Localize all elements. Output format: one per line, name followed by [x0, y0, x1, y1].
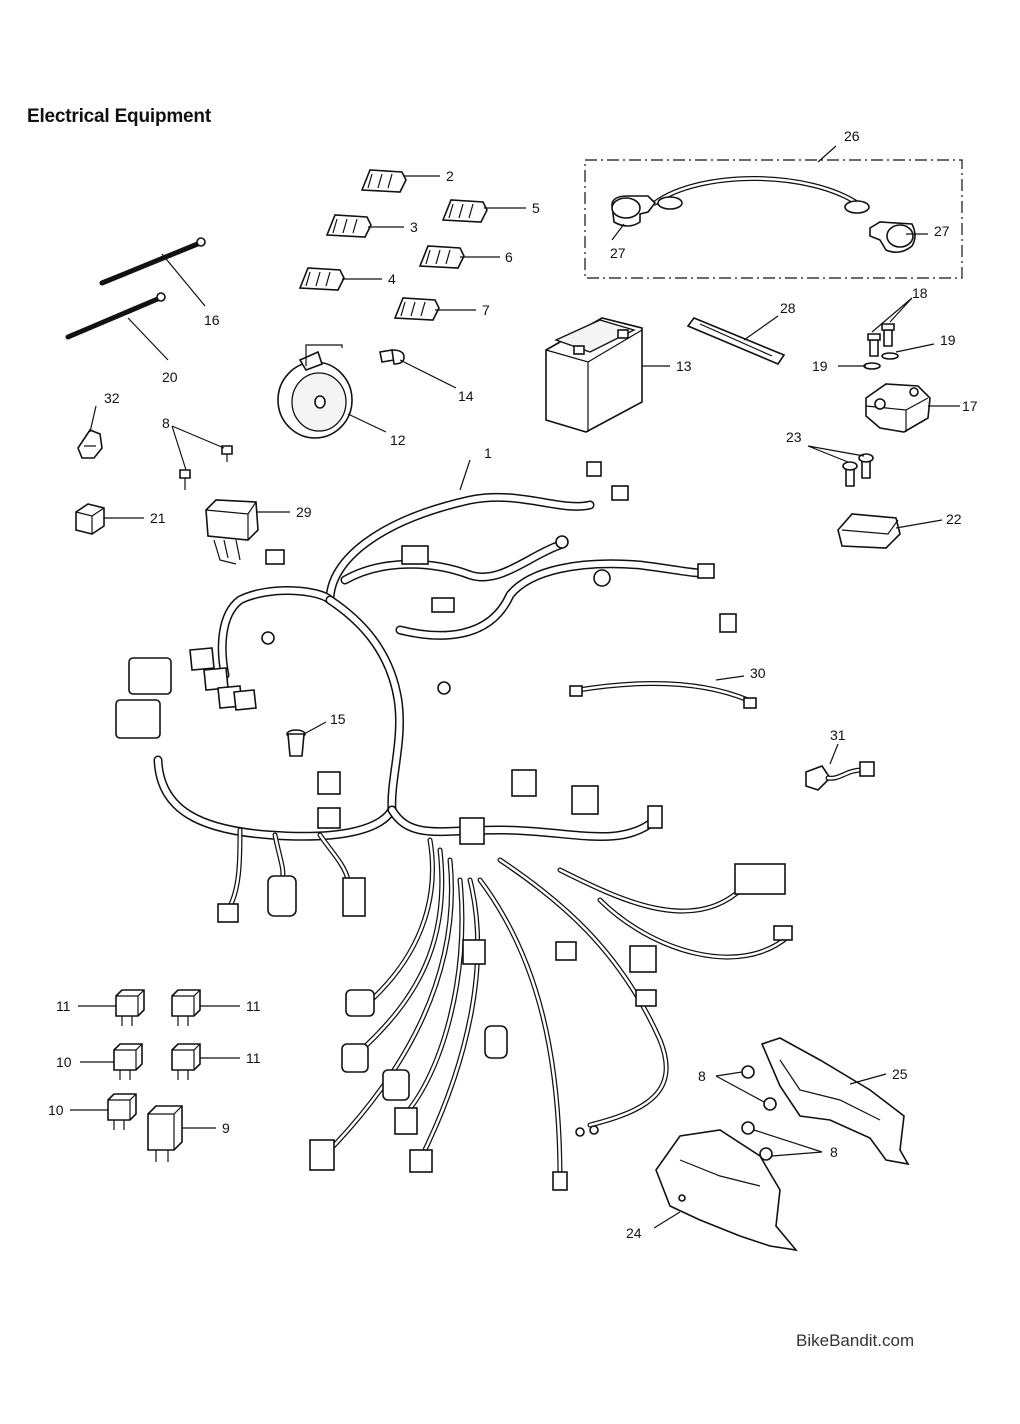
callout-25: 25 [892, 1066, 908, 1082]
callout-2: 2 [446, 168, 454, 184]
callout-12: 12 [390, 432, 406, 448]
callout-4: 4 [388, 271, 396, 287]
callout-5: 5 [532, 200, 540, 216]
callout-32: 32 [104, 390, 120, 406]
callout-18: 18 [912, 285, 928, 301]
callout-7: 7 [482, 302, 490, 318]
callout-31: 31 [830, 727, 846, 743]
callout-16: 16 [204, 312, 220, 328]
callout-27-right: 27 [934, 223, 950, 239]
cable-ties [65, 237, 206, 340]
callout-3: 3 [410, 219, 418, 235]
bolt [286, 729, 306, 757]
battery-lead-kit-group [584, 159, 963, 279]
battery [545, 317, 643, 433]
link-lead [569, 680, 757, 709]
callout-20: 20 [162, 369, 178, 385]
starter-solenoid [837, 323, 931, 549]
sensor [805, 761, 875, 791]
callout-numbers: 1 2 3 4 5 6 7 8 8 8 9 10 10 11 11 11 12 … [48, 128, 978, 1241]
callout-9: 9 [222, 1120, 230, 1136]
horn [277, 349, 405, 439]
callout-11-lower: 11 [246, 1050, 261, 1066]
callout-29: 29 [296, 504, 312, 520]
callout-28: 28 [780, 300, 796, 316]
callout-8-upper: 8 [162, 415, 170, 431]
diagram-title: Electrical Equipment [27, 106, 211, 127]
callout-19-right: 19 [940, 332, 956, 348]
callout-13: 13 [676, 358, 692, 374]
callout-11-right: 11 [246, 998, 261, 1014]
callout-6: 6 [505, 249, 513, 265]
relays [107, 989, 201, 1162]
callout-22: 22 [946, 511, 962, 527]
callout-30: 30 [750, 665, 766, 681]
callout-1: 1 [484, 445, 492, 461]
callout-19-left: 19 [812, 358, 828, 374]
callout-26: 26 [844, 128, 860, 144]
leader-lines [70, 145, 960, 1229]
callout-10-lower: 10 [48, 1102, 64, 1118]
main-wiring-harness [115, 461, 793, 1191]
callout-21: 21 [150, 510, 166, 526]
small-parts-left [75, 429, 259, 565]
covers [655, 1037, 910, 1252]
callout-8-lower-left: 8 [698, 1068, 706, 1084]
battery-strap [686, 317, 786, 365]
callout-10-upper: 10 [56, 1054, 72, 1070]
fuse-set [298, 169, 488, 321]
watermark: BikeBandit.com [796, 1331, 915, 1350]
callout-17: 17 [962, 398, 978, 414]
callout-23: 23 [786, 429, 802, 445]
callout-11-left: 11 [56, 998, 71, 1014]
callout-15: 15 [330, 711, 346, 727]
callout-8-lower-right: 8 [830, 1144, 838, 1160]
callout-24: 24 [626, 1225, 642, 1241]
callout-14: 14 [458, 388, 474, 404]
callout-27-left: 27 [610, 245, 626, 261]
